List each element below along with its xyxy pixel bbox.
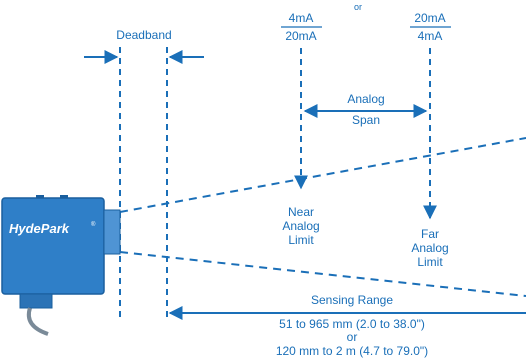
far-limit-line3: Limit <box>417 255 443 269</box>
top-fragment-text: or <box>354 2 362 12</box>
sensing-range-title: Sensing Range <box>311 293 393 307</box>
near-ratio-denominator: 20mA <box>285 29 316 43</box>
sensor-brand-logo: HydePark <box>9 221 70 236</box>
far-limit-line2: Analog <box>411 241 448 255</box>
deadband-label: Deadband <box>116 28 171 42</box>
near-limit-line1: Near <box>288 205 314 219</box>
far-limit-line1: Far <box>421 227 439 241</box>
analog-span-label-top: Analog <box>347 92 384 106</box>
sensing-range-or: or <box>347 330 358 344</box>
near-ratio-numerator: 4mA <box>289 11 314 25</box>
far-ratio-numerator: 20mA <box>414 11 445 25</box>
sensor-device-icon: HydePark ® <box>1 195 121 336</box>
near-limit-line2: Analog <box>282 219 319 233</box>
far-ratio-denominator: 4mA <box>418 29 443 43</box>
sensing-range-value-2: 120 mm to 2 m (4.7 to 79.0") <box>276 344 428 358</box>
near-limit-line3: Limit <box>288 233 314 247</box>
sensor-trademark: ® <box>91 221 96 228</box>
analog-span-label-bottom: Span <box>352 113 380 127</box>
sensing-range-value-1: 51 to 965 mm (2.0 to 38.0") <box>279 317 425 331</box>
beam-lower-dashed-line <box>119 251 526 297</box>
beam-upper-dashed-line <box>119 137 526 213</box>
